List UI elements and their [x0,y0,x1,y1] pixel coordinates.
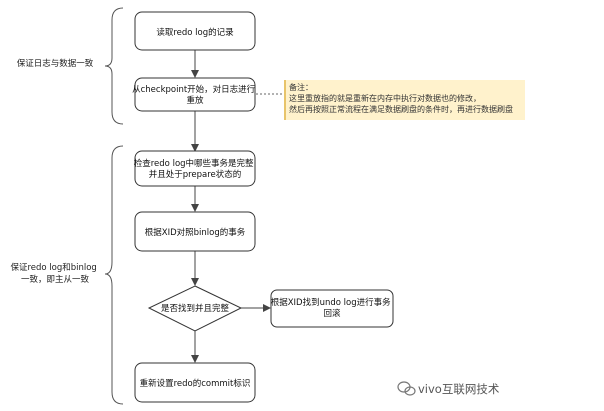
node-replay-from-checkpoint: 从checkpoint开始，对日志进行 重放 [132,77,258,112]
svg-text:重新设置redo的commit标识: 重新设置redo的commit标识 [140,378,251,389]
brace-redo-binlog-consistency [104,145,124,405]
group-label-redo-binlog-consistency: 保证redo log和binlog 一致，即主从一致 [10,262,99,285]
wechat-icon [397,381,416,396]
svg-text:是否找到并且完整: 是否找到并且完整 [161,303,230,314]
replay-note: 备注： 这里重放指的就是重新在内存中执行对数据也的修改， 然后再按照正常流程在满… [284,80,525,120]
node-undo-rollback: 根据XID找到undo log进行事务 回滚 [270,289,394,328]
watermark-text: vivo互联网技术 [418,382,500,396]
svg-text:备注： 这里重放指的就是重新在内存中执行对数据也: 备注： 这里重放指的就是重新在内存中执行对数据也的修改， 然后再按照正常流程在满… [289,82,513,114]
svg-text:根据XID找到undo log进行事务 回滚: 根据XID找到undo log进行事务 回滚 [271,297,394,319]
node-xid-binlog-match: 根据XID对照binlog的事务 [134,211,256,252]
node-reset-commit-flag: 重新设置redo的commit标识 [134,362,256,403]
svg-text:读取redo log的记录: 读取redo log的记录 [156,27,234,38]
svg-text:从checkpoint开始，对日志进行 重放: 从checkpoint开始，对日志进行 重放 [132,84,258,106]
svg-text:根据XID对照binlog的事务: 根据XID对照binlog的事务 [145,227,246,238]
group-label-log-consistency: 保证日志与数据一致 [17,58,94,69]
watermark: vivo互联网技术 [397,381,500,396]
svg-text:检查redo log中哪些事务是完整 并且处于p: 检查redo log中哪些事务是完整 并且处于prepare状态的 [134,158,257,180]
node-check-prepare-transactions: 检查redo log中哪些事务是完整 并且处于prepare状态的 [134,150,257,187]
brace-log-consistency [104,7,124,125]
decision-found-and-complete: 是否找到并且完整 [147,285,243,332]
node-read-redo-log: 读取redo log的记录 [134,11,256,51]
